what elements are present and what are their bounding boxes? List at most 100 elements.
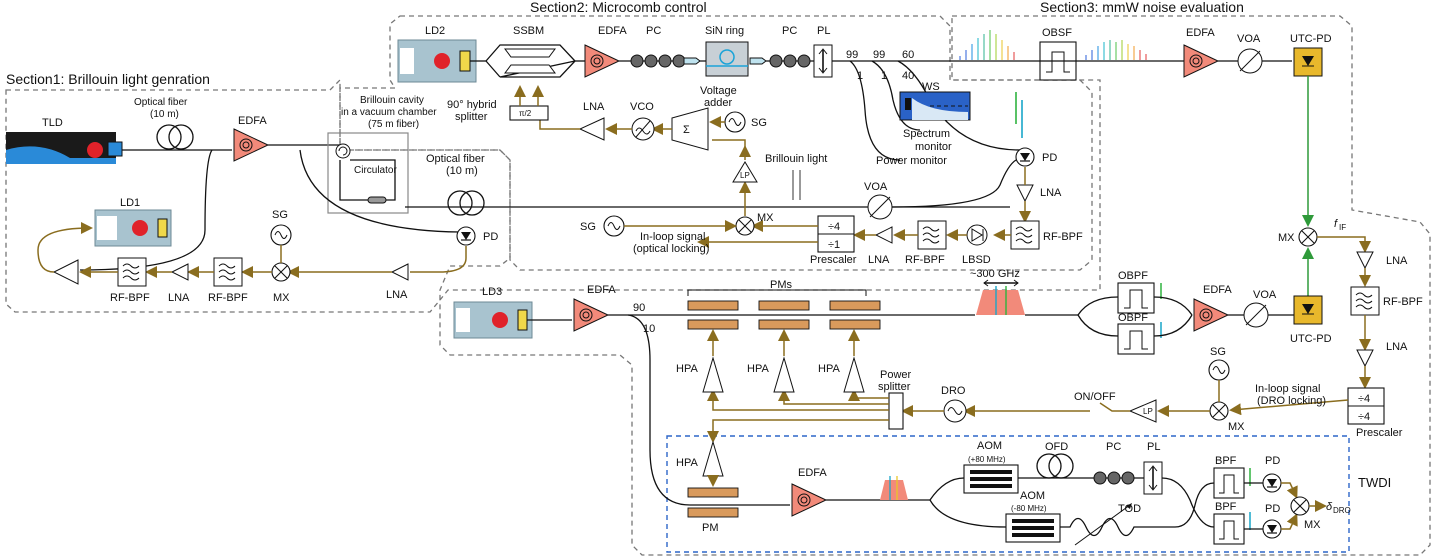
s1-fiber-title: Optical fiber bbox=[134, 97, 188, 108]
delta-sub: DRO bbox=[1333, 506, 1351, 515]
pc2-icon bbox=[769, 54, 811, 68]
s2-sg2-label: SG bbox=[580, 221, 596, 233]
utc1-label: UTC-PD bbox=[1290, 33, 1332, 45]
fif-sub: IF bbox=[1339, 223, 1346, 232]
twdi-spectrum bbox=[880, 480, 908, 500]
twdi-mx-label: MX bbox=[1304, 519, 1321, 531]
dro-label: DRO bbox=[941, 385, 966, 397]
s3-inloop-l2: (DRO locking) bbox=[1257, 395, 1326, 407]
obsf-label: OBSF bbox=[1042, 27, 1072, 39]
s2-mx-label: MX bbox=[757, 212, 774, 224]
s1-pd-label: PD bbox=[483, 231, 498, 243]
ld2-label: LD2 bbox=[425, 25, 445, 37]
twdi-pl-label: PL bbox=[1147, 441, 1160, 453]
hybrid-l1: 90° hybrid bbox=[447, 99, 497, 111]
ld3-label: LD3 bbox=[482, 286, 502, 298]
twdi-hpa-label: HPA bbox=[676, 457, 698, 469]
aom2-label: AOM bbox=[1020, 490, 1045, 502]
s2-pc1-label: PC bbox=[646, 25, 661, 37]
twdi-edfa-label: EDFA bbox=[798, 467, 827, 479]
s1-rfbpf1-label: RF-BPF bbox=[110, 292, 150, 304]
pm-1-top bbox=[687, 300, 739, 311]
hpa2-label: HPA bbox=[747, 363, 769, 375]
s2-filter-amp bbox=[732, 161, 758, 183]
s2-fiber-len: (10 m) bbox=[446, 165, 478, 177]
ssbm-label: SSBM bbox=[513, 25, 544, 37]
obpf1-label: OBPF bbox=[1118, 270, 1148, 282]
pi2-label: π/2 bbox=[519, 109, 532, 118]
spectrum-300ghz bbox=[976, 290, 1025, 315]
s2-prescaler-label: Prescaler bbox=[810, 254, 857, 266]
s3-sg-label: SG bbox=[1210, 346, 1226, 358]
s3-div4a: ÷4 bbox=[1358, 393, 1370, 405]
s1-sg-label: SG bbox=[272, 209, 288, 221]
s2-lna-b-label: LNA bbox=[868, 254, 890, 266]
split-99b: 99 bbox=[873, 49, 885, 61]
obpf2-label: OBPF bbox=[1118, 312, 1148, 324]
brillouin-cavity bbox=[327, 132, 409, 214]
obpf-2 bbox=[1117, 323, 1155, 355]
fif-label: f bbox=[1334, 218, 1338, 230]
psplit-l1: Power bbox=[880, 369, 912, 381]
s1-fiber-len: (10 m) bbox=[150, 109, 179, 120]
twdi-bpf-2 bbox=[1213, 513, 1245, 545]
s2-voa-label: VOA bbox=[864, 181, 888, 193]
s2-inloop-l1: In-loop signal bbox=[640, 231, 705, 243]
s2-sg-label: SG bbox=[751, 117, 767, 129]
ofd-label: OFD bbox=[1045, 441, 1068, 453]
pm-1-bottom bbox=[687, 319, 739, 330]
spectrum-l1: Spectrum bbox=[903, 128, 950, 140]
s2-div4: ÷4 bbox=[828, 221, 840, 233]
bpf1-label: BPF bbox=[1215, 455, 1237, 467]
s2-pd-label: PD bbox=[1042, 152, 1057, 164]
twdi-bpf-1 bbox=[1213, 467, 1245, 499]
vadd-l1: Voltage bbox=[700, 85, 737, 97]
cavity-l2: in a vacuum chamber bbox=[341, 107, 437, 118]
s2-lna-pd-label: LNA bbox=[1040, 187, 1062, 199]
twdi-pc-label: PC bbox=[1106, 441, 1121, 453]
sin-ring-label: SiN ring bbox=[705, 25, 744, 37]
utc2-label: UTC-PD bbox=[1290, 333, 1332, 345]
s3-edfa3-label: EDFA bbox=[587, 284, 616, 296]
s1-lna2-label: LNA bbox=[386, 289, 408, 301]
s3-inloop-l1: In-loop signal bbox=[1255, 383, 1320, 395]
bpf2-label: BPF bbox=[1215, 501, 1237, 513]
twdi-boundary bbox=[666, 435, 1350, 553]
obpf-1 bbox=[1117, 282, 1155, 314]
laser-star-icon bbox=[87, 142, 103, 158]
pm-3-top bbox=[829, 300, 881, 311]
psplit-l2: splitter bbox=[878, 381, 911, 393]
s2-div1: ÷1 bbox=[828, 239, 840, 251]
vadd-l2: adder bbox=[704, 97, 732, 109]
s3-mx-label: MX bbox=[1278, 232, 1295, 244]
pd1-label: PD bbox=[1265, 455, 1280, 467]
pm-2-top bbox=[758, 300, 810, 311]
aom1-label: AOM bbox=[977, 440, 1002, 452]
voltage-adder bbox=[671, 107, 709, 151]
circulator-label: Circulator bbox=[354, 165, 397, 176]
aom1-freq: (+80 MHz) bbox=[968, 455, 1006, 464]
comb-spectrum-2 bbox=[1085, 40, 1147, 60]
split-1a: 1 bbox=[857, 70, 863, 82]
brillouin-light-label: Brillouin light bbox=[765, 153, 827, 165]
section2-title: Section2: Microcomb control bbox=[530, 0, 707, 15]
s2-inloop-l2: (optical locking) bbox=[633, 243, 709, 255]
twdi-pm-bottom bbox=[687, 507, 739, 518]
twdi-pm-top bbox=[687, 487, 739, 498]
svg-text:LP: LP bbox=[1143, 407, 1153, 416]
comb-spectrum-1 bbox=[959, 30, 1015, 60]
split-90: 90 bbox=[633, 302, 645, 314]
aom2-freq: (-80 MHz) bbox=[1011, 504, 1047, 513]
twdi-pc-icon bbox=[1093, 471, 1135, 485]
pms-label: PMs bbox=[770, 279, 793, 291]
s1-lna1-label: LNA bbox=[168, 292, 190, 304]
vco-label: VCO bbox=[630, 101, 654, 113]
lbsd-icon bbox=[966, 224, 988, 246]
s3-mx2-label: MX bbox=[1228, 421, 1245, 433]
s1-mx-label: MX bbox=[273, 292, 290, 304]
s2-lna-top-label: LNA bbox=[583, 101, 605, 113]
s2-edfa-label: EDFA bbox=[598, 25, 627, 37]
s3-div4b: ÷4 bbox=[1358, 411, 1370, 423]
twdi-pm-label: PM bbox=[702, 522, 719, 534]
